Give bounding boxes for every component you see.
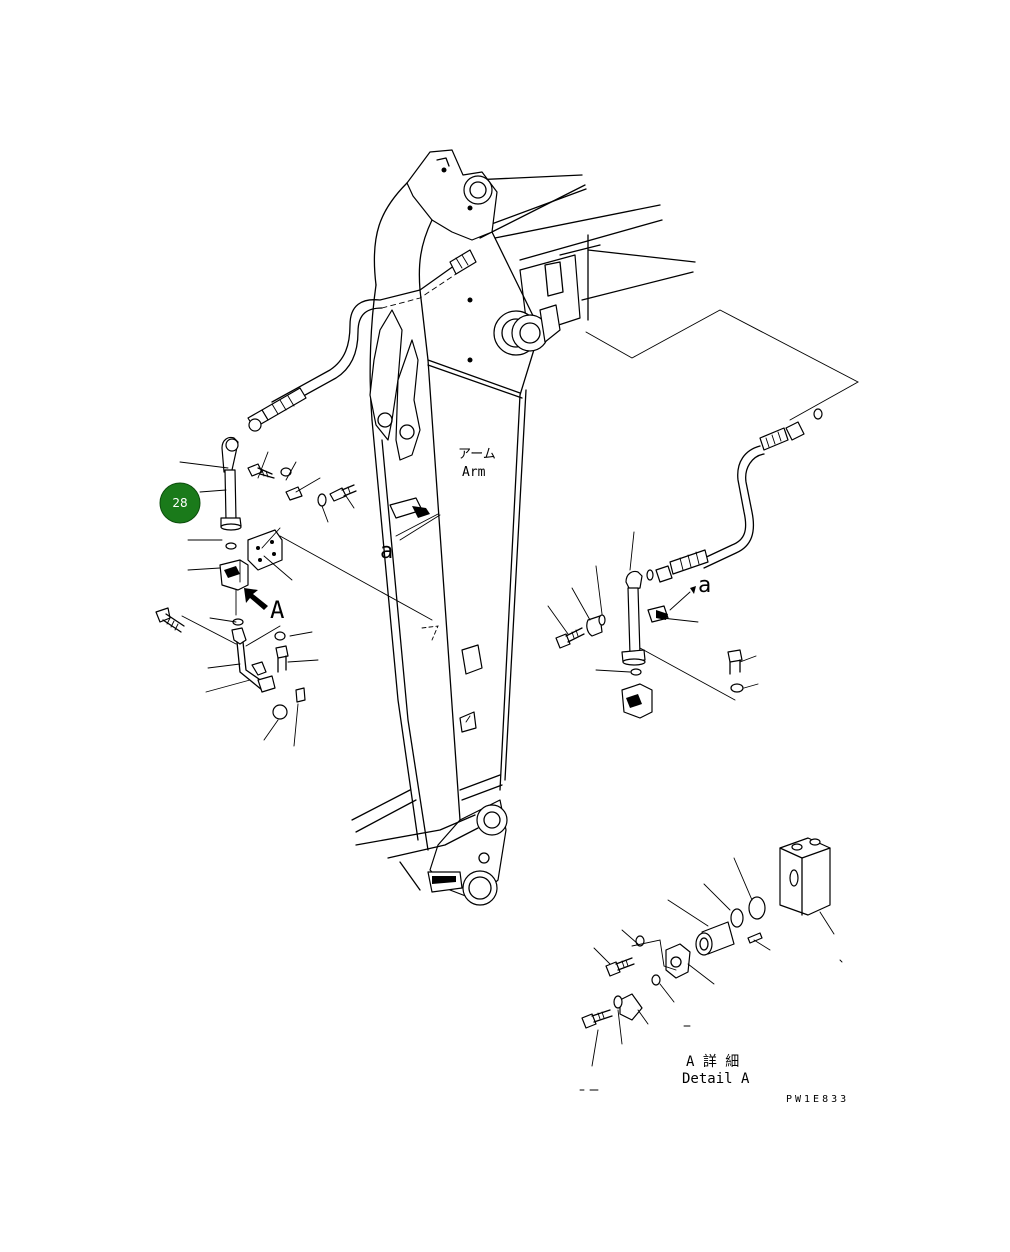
detail-a: [581, 837, 831, 1029]
left-bolt-long: [155, 607, 185, 633]
left-bolt-upper: [247, 463, 275, 479]
arm-label-jp: アーム: [458, 447, 496, 462]
detail-label-en: Detail A: [682, 1071, 750, 1087]
left-hose: [247, 249, 477, 432]
view-a-label: A: [270, 596, 285, 624]
left-hose-ferrule: [261, 387, 307, 421]
right-hose: [646, 408, 823, 583]
drawing-code: PW1E833: [786, 1094, 849, 1105]
left-bolt-short: [275, 645, 289, 673]
text-labels: アーム Arm A a a A 詳 細 Detail A PW1E833: [270, 447, 849, 1105]
leader-lines: [179, 309, 859, 1091]
detail-bolt-lower: [581, 1009, 613, 1029]
callout-28[interactable]: 28: [159, 482, 227, 524]
right-pipe-assembly: [555, 570, 744, 719]
callout-number: 28: [172, 496, 187, 510]
arm-frame: [351, 149, 696, 906]
left-bolt-mid: [329, 484, 357, 502]
right-bolt-left: [555, 627, 585, 649]
callout-badge-circle[interactable]: [159, 482, 201, 524]
ref-a-right: a: [698, 573, 711, 598]
ref-a-left: a: [380, 539, 393, 564]
detail-bolt-upper: [605, 957, 635, 977]
view-a-arrow: [244, 588, 268, 610]
left-pipe-assembly: [155, 436, 441, 720]
detail-label-jp: A 詳 細: [686, 1054, 739, 1070]
arm-label-en: Arm: [462, 465, 486, 480]
